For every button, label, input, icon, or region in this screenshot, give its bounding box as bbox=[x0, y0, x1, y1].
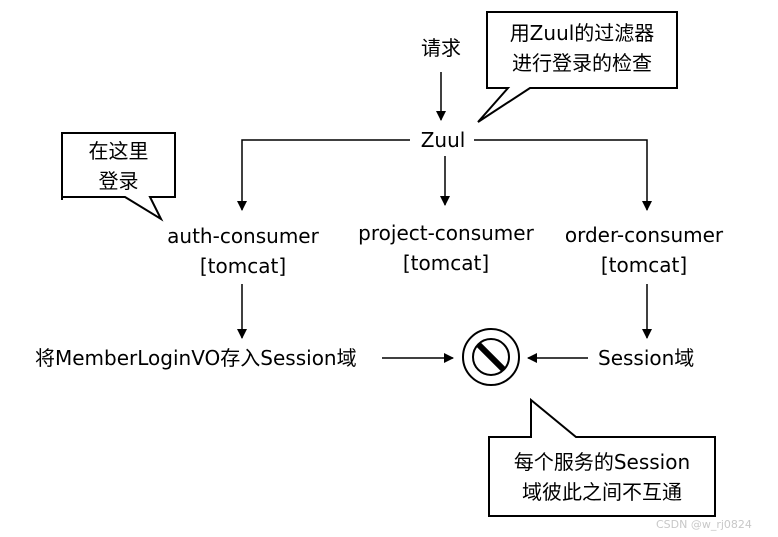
session-note-callout bbox=[488, 397, 716, 517]
zuul-to-order-arrow bbox=[474, 139, 652, 211]
session-note-callout-text: 每个服务的Session 域彼此之间不互通 bbox=[513, 450, 691, 504]
project-consumer-container: [tomcat] bbox=[402, 251, 490, 275]
request-label: 请求 bbox=[421, 36, 461, 60]
watermark: CSDN @w_rj0824 bbox=[656, 518, 752, 531]
project-consumer-name: project-consumer bbox=[358, 221, 534, 245]
order-consumer-container: [tomcat] bbox=[600, 253, 688, 277]
auth-consumer-container: [tomcat] bbox=[199, 254, 287, 278]
session-domain-label: Session域 bbox=[598, 346, 695, 370]
order-consumer-name: order-consumer bbox=[564, 223, 724, 247]
prohibited-icon bbox=[462, 328, 520, 386]
zuul-filter-callout bbox=[477, 11, 678, 123]
zuul-to-auth-arrow bbox=[237, 139, 410, 211]
auth-consumer-name: auth-consumer bbox=[167, 224, 319, 248]
zuul-filter-callout-text: 用Zuul的过滤器 进行登录的检查 bbox=[509, 21, 655, 75]
login-here-callout-text: 在这里 登录 bbox=[88, 139, 149, 193]
login-here-callout bbox=[61, 132, 176, 222]
store-to-session-label: 将MemberLoginVO存入Session域 bbox=[35, 346, 357, 370]
zuul-node: Zuul bbox=[420, 128, 466, 152]
